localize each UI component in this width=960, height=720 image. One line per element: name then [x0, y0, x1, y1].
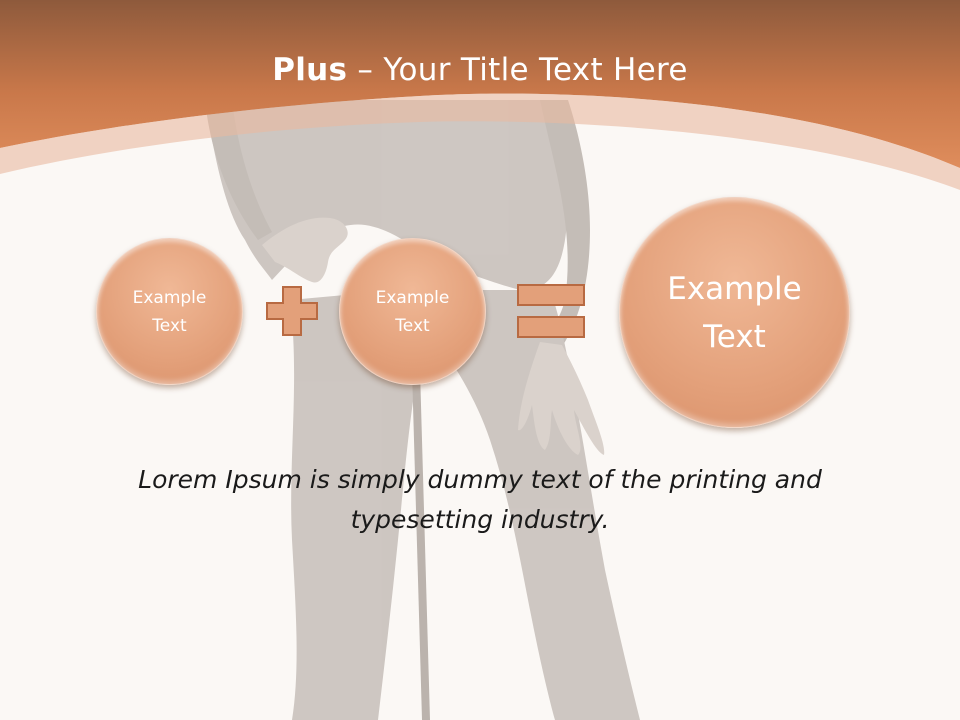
body-text: Lorem Ipsum is simply dummy text of the … — [138, 465, 822, 534]
circle-2-label: Example Text — [375, 287, 450, 336]
result-circle-label: Example Text — [667, 270, 802, 355]
circle-1-label: Example Text — [132, 287, 207, 336]
slide-title: Plus – Your Title Text Here — [0, 52, 960, 88]
equals-icon — [517, 284, 585, 338]
example-circle-2: Example Text — [339, 238, 486, 385]
title-rest-text: – Your Title Text Here — [347, 52, 688, 88]
header-band — [0, 0, 960, 168]
silhouette-image — [205, 100, 640, 720]
example-circle-1: Example Text — [96, 238, 243, 385]
header-wave — [0, 93, 960, 190]
result-circle: Example Text — [619, 197, 850, 428]
title-bold-text: Plus — [272, 52, 348, 88]
plus-icon — [266, 286, 318, 336]
